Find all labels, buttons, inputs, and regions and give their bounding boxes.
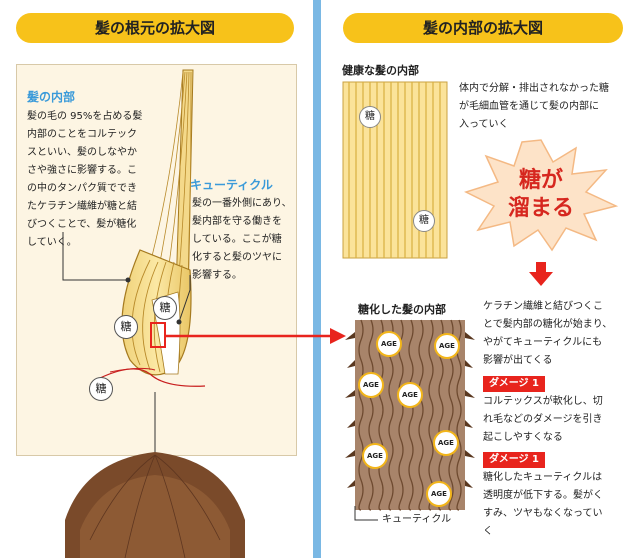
hair-inner-text: 髪の毛の 95%を占める髪 内部のことをコルテック スといい、髪のしなやか さや…: [27, 108, 157, 252]
age-badge-1: AGE: [376, 331, 402, 357]
hair-inner-title: 髪の内部: [27, 90, 76, 104]
cuticle-line-3: している。ここが糖: [192, 234, 282, 245]
burst-line-1: 糖が: [518, 168, 563, 193]
cuticle-line-1: 髪の一番外側にあり、: [192, 198, 292, 209]
glycated-text: ケラチン繊維と結びつくこ とで髪内部の糖化が始まり、 やがてキューティクルにも …: [483, 298, 639, 370]
glycated-line-2: とで髪内部の糖化が始まり、: [483, 319, 613, 330]
cuticle-leader: [354, 506, 378, 521]
age-badge-6: AGE: [362, 443, 388, 469]
intro-line-2: が毛細血管を通じて髪の内部に: [459, 101, 599, 112]
inner-line-8: していく。: [27, 237, 77, 248]
burst-line-2: 溜まる: [507, 196, 574, 221]
damage1-line-1: コルテックスが軟化し、切: [483, 396, 603, 407]
damage2-line-3: すみ、ツヤもなくなってい: [483, 508, 603, 519]
inner-line-5: の中のタンパク質ででき: [27, 183, 137, 194]
sugar-circle-3: 糖: [89, 377, 113, 401]
intro-text: 体内で分解・排出されなかった糖 が毛細血管を通じて髪の内部に 入っていく: [459, 80, 629, 134]
cuticle-line-2: 髪内部を守る働きを: [192, 216, 282, 227]
sugar-circle-2: 糖: [153, 296, 177, 320]
right-header: 髪の内部の拡大図: [343, 13, 623, 43]
glycated-line-1: ケラチン繊維と結びつくこ: [483, 301, 603, 312]
inner-line-3: スといい、髪のしなやか: [27, 147, 137, 158]
divider: [313, 0, 321, 558]
left-header: 髪の根元の拡大図: [16, 13, 294, 43]
damage-label-2: ダメージ 1: [483, 452, 545, 468]
age-badge-3: AGE: [358, 372, 384, 398]
cuticle-title: キューティクル: [190, 178, 273, 192]
age-badge-4: AGE: [397, 382, 423, 408]
sugar-circle-1: 糖: [114, 315, 138, 339]
healthy-sugar-2: 糖: [413, 210, 435, 232]
cuticle-line-4: 化すると髪のツヤに: [192, 252, 282, 263]
damage2-line-1: 糖化したキューティクルは: [483, 472, 603, 483]
glycated-line-4: 影響が出てくる: [483, 355, 553, 366]
healthy-hair-title: 健康な髪の内部: [342, 64, 419, 77]
age-badge-7: AGE: [426, 481, 452, 507]
damage2-line-2: 透明度が低下する。髪がく: [483, 490, 603, 501]
damage2-line-4: く: [483, 526, 493, 537]
intro-line-3: 入っていく: [459, 119, 509, 130]
intro-line-1: 体内で分解・排出されなかった糖: [459, 83, 609, 94]
burst-text: 糖が 溜まる: [486, 167, 596, 223]
cuticle-caption: キューティクル: [382, 514, 452, 525]
inner-line-6: たケラチン繊維が糖と結: [27, 201, 137, 212]
damage-text-2: 糖化したキューティクルは 透明度が低下する。髪がく すみ、ツヤもなくなってい く: [483, 469, 639, 541]
inner-line-7: びつくことで、髪が糖化: [27, 219, 137, 230]
down-arrow-icon: [529, 262, 553, 286]
glycated-line-3: やがてキューティクルにも: [483, 337, 603, 348]
cuticle-text: 髪の一番外側にあり、 髪内部を守る働きを している。ここが糖 化すると髪のツヤに…: [192, 195, 292, 285]
inner-line-2: 内部のことをコルテック: [27, 129, 137, 140]
damage-text-1: コルテックスが軟化し、切 れ毛などのダメージを引き 起こしやすくなる: [483, 393, 639, 447]
burst-shape: [464, 139, 619, 252]
age-badge-2: AGE: [434, 333, 460, 359]
age-badge-5: AGE: [433, 430, 459, 456]
inner-line-4: さや強さに影響する。こ: [27, 165, 137, 176]
cuticle-line-5: 影響する。: [192, 270, 242, 281]
inner-line-1: 髪の毛の 95%を占める髪: [27, 111, 143, 122]
healthy-hair-block: [342, 81, 448, 259]
damage1-line-3: 起こしやすくなる: [483, 432, 563, 443]
damage1-line-2: れ毛などのダメージを引き: [483, 414, 603, 425]
damage-label-1: ダメージ 1: [483, 376, 545, 392]
healthy-sugar-1: 糖: [359, 106, 381, 128]
glycated-hair-title: 糖化した髪の内部: [358, 303, 446, 316]
